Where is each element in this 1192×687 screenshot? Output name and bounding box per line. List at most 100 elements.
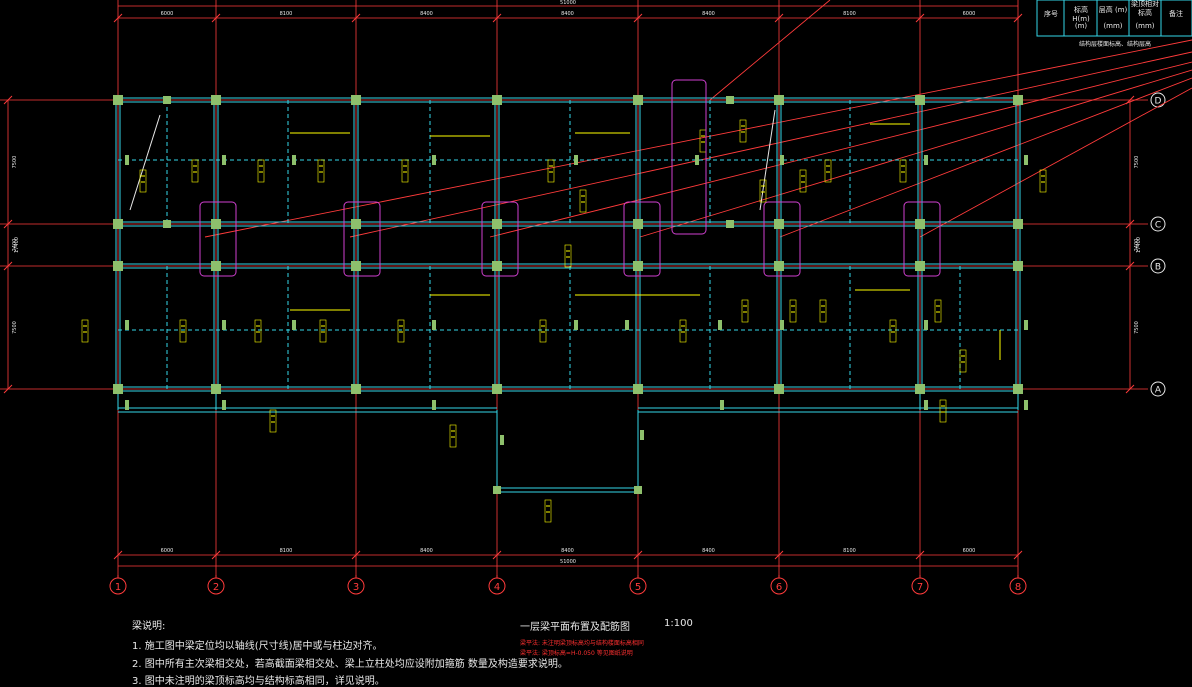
column [633,384,643,394]
support-mark [125,320,129,330]
leader-line [779,77,1192,238]
support-mark [574,155,578,165]
drawing-title: 一层梁平面布置及配筋图 [520,622,630,633]
column [915,261,925,271]
highlight-box [903,201,941,277]
axis-bubble [207,577,225,595]
support-mark [432,400,436,410]
highlight-box [763,201,801,277]
table-header-cell: 层高 (m) [1098,6,1128,14]
column [774,261,784,271]
dimension-tick [351,13,361,23]
rebar-annotation [81,319,89,343]
dimension-tick [492,13,502,23]
support-mark [125,400,129,410]
axis-bubble [347,577,365,595]
column [726,96,734,104]
dimension-label: 7500 [1134,321,1140,334]
column [633,219,643,229]
title-remark: 梁平法: 未注明梁顶标高均与结构楼面标高相同 [520,640,644,647]
note-item: 3. 图中未注明的梁顶标高均与结构标高相同，详见说明。 [132,676,385,687]
highlight-box [343,201,381,277]
support-mark [1024,155,1028,165]
column [113,95,123,105]
column [492,261,502,271]
column [915,219,925,229]
support-mark [292,320,296,330]
dimension-total: 17400 [14,237,20,253]
dimension-label: 2400 [1134,239,1140,252]
dimension-tick [211,13,221,23]
column [211,95,221,105]
leader-line [204,39,1192,238]
support-mark [924,320,928,330]
dimension-tick [774,550,784,560]
support-mark [625,320,629,330]
dimension-tick [3,219,13,229]
support-mark [222,320,226,330]
notes-heading: 梁说明: [132,621,166,632]
rebar-annotation [819,299,827,323]
dimension-label: 8100 [843,548,856,554]
support-mark [432,320,436,330]
dimension-tick [633,13,643,23]
dimension-label: 8100 [843,11,856,17]
support-mark [720,400,724,410]
rebar-annotation [254,319,262,343]
dimension-tick [351,550,361,560]
axis-bubble-label: 1 [115,582,121,593]
rebar-annotation [319,319,327,343]
dimension-label: 6000 [963,11,976,17]
table-header-cell: 标高 H(m) [1072,6,1090,23]
axis-bubble-label: C [1155,221,1161,231]
axis-bubble [911,577,929,595]
rebar-annotation [257,159,265,183]
axis-bubble [1150,258,1166,274]
table-header-cell: 梁顶相对标高 [1131,0,1159,17]
axis-bubble-label: D [1155,97,1162,107]
column [113,384,123,394]
highlight-box [481,201,519,277]
rebar-annotation [579,189,587,213]
dimension-tick [1013,13,1023,23]
axis-bubble [488,577,506,595]
rebar-annotation [269,409,277,433]
dimension-label: 6000 [161,11,174,17]
column [351,384,361,394]
axis-bubble-label: 2 [213,582,219,593]
axis-bubble-label: 7 [917,582,923,593]
axis-bubble [109,577,127,595]
support-mark [924,400,928,410]
dimension-tick [3,261,13,271]
note-item: 1. 施工图中梁定位均以轴线(尺寸线)居中或与柱边对齐。 [132,641,383,652]
rebar-annotation [564,244,572,268]
dimension-tick [915,13,925,23]
support-mark [222,400,226,410]
rebar-annotation [539,319,547,343]
leader-line [709,0,831,101]
highlight-box [199,201,237,277]
column [113,261,123,271]
support-mark [780,320,784,330]
dimension-label: 6000 [963,548,976,554]
diagonal-hatch-line [759,109,776,211]
axis-bubble [1150,216,1166,232]
column [915,384,925,394]
dimension-tick [3,384,13,394]
dimension-label: 8400 [561,548,574,554]
support-mark [1024,320,1028,330]
note-item: 2. 图中所有主次梁相交处，若高截面梁相交处、梁上立柱处均应设附加箍筋 数量及构… [132,659,568,670]
support-mark [640,430,644,440]
dimension-tick [1125,219,1135,229]
highlight-box [623,201,661,277]
rebar-annotation [449,424,457,448]
table-header-cell: (mm) [1103,22,1123,30]
leader-line [639,69,1192,238]
axis-bubble [1009,577,1027,595]
dimension-tick [633,550,643,560]
highlight-box [671,79,707,235]
axis-bubble [629,577,647,595]
support-mark [574,320,578,330]
dimension-label: 8400 [420,11,433,17]
